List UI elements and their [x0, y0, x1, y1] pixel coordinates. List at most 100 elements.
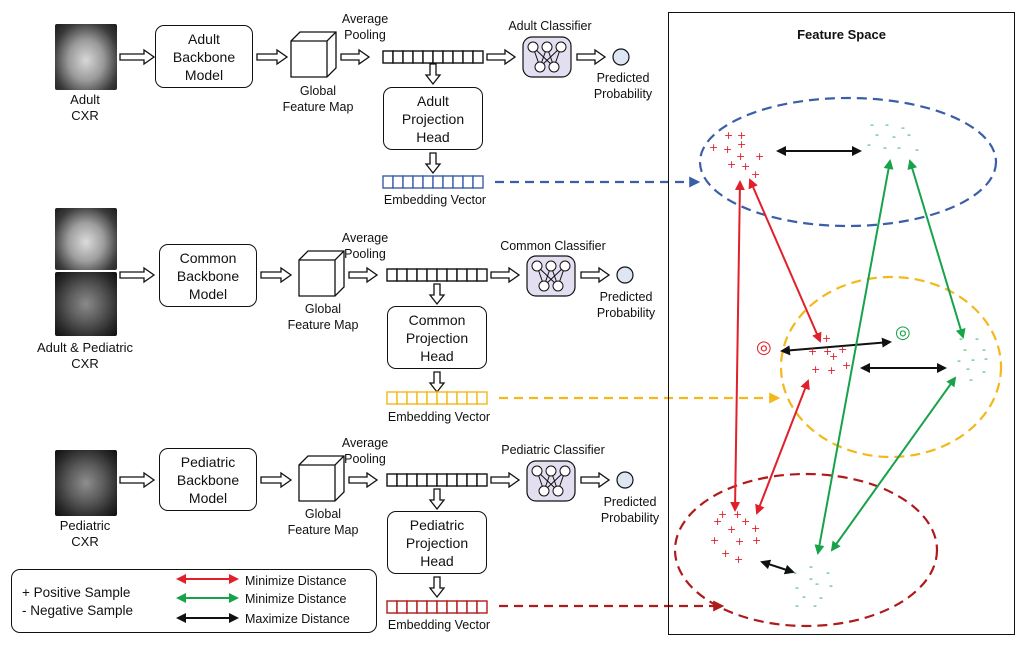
pediatric-embedding-vector-cell: [456, 600, 468, 614]
adult-pooled-vector-cell: [382, 50, 394, 64]
pediatric-feature-map-cube: [298, 455, 345, 502]
legend-positive-sample: + Positive Sample: [22, 585, 131, 600]
pediatric-prediction-arrow: [580, 471, 611, 489]
adult-classifier-network-node: [534, 61, 546, 73]
positive-sample-pediatric: +: [735, 535, 745, 548]
legend-red-minimize-label: Minimize Distance: [245, 574, 347, 588]
pediatric-pooled-vector-cell: [456, 473, 468, 487]
positive-sample-adult: +: [727, 158, 737, 171]
positive-sample-common: +: [823, 345, 833, 358]
common-projection-arrow: [428, 283, 446, 306]
adult-pooled-vector-cell: [462, 50, 474, 64]
adult-classifier-arrow: [486, 48, 517, 66]
positive-sample-pediatric: +: [752, 534, 762, 547]
common-classifier-network-node: [538, 280, 550, 292]
adult-feature-map-cube: [290, 31, 337, 78]
pediatric-classifier-network-node: [538, 485, 550, 497]
pediatric-pooling-arrow: [348, 471, 379, 489]
common-pooled-vector-cell: [406, 268, 418, 282]
pediatric-classifier-network-node: [552, 485, 564, 497]
adult-embedding-vector-cell: [412, 175, 424, 189]
positive-sample-adult: +: [755, 150, 765, 163]
common-pooled-vector-cell: [436, 268, 448, 282]
pediatric-cxr-image: [55, 450, 117, 516]
negative-sample-adult: -: [883, 141, 887, 154]
adult-pediatric-cxr-label: Adult & Pediatric CXR: [36, 340, 134, 371]
negative-sample-common: -: [971, 353, 975, 366]
pediatric-input-arrow: [119, 471, 156, 489]
negative-sample-pediatric: -: [815, 577, 819, 590]
adult-pooled-vector-cell: [402, 50, 414, 64]
negative-sample-pediatric: -: [829, 579, 833, 592]
pediatric-classifier-network-node: [559, 465, 571, 477]
feature-space-panel: [668, 12, 1015, 635]
pediatric-pooled-vector-cell: [426, 473, 438, 487]
common-embedding-label: Embedding Vector: [387, 410, 491, 424]
pediatric-pooled-vector-cell: [396, 473, 408, 487]
adult-embedding-vector-cell: [452, 175, 464, 189]
pediatric-embedding-vector-cell: [436, 600, 448, 614]
positive-sample-pediatric: +: [733, 508, 743, 521]
common-embedding-vector-cell: [396, 391, 408, 405]
positive-sample-pediatric: +: [721, 547, 731, 560]
positive-sample-pediatric: +: [710, 534, 720, 547]
negative-sample-common: -: [969, 373, 973, 386]
adult-pooled-vector-cell: [422, 50, 434, 64]
positive-sample-adult: +: [741, 160, 751, 173]
common-pooled-vector-cell: [426, 268, 438, 282]
adult-input-arrow: [119, 48, 156, 66]
negative-sample-pediatric: -: [809, 560, 813, 573]
negative-sample-common: -: [982, 365, 986, 378]
positive-sample-common: +: [842, 359, 852, 372]
negative-sample-pediatric: -: [813, 599, 817, 612]
adult-feature-map-cube-edges: [291, 31, 337, 77]
pediatric-embedding-vector-cell: [466, 600, 478, 614]
pediatric-embedding-vector-cell: [396, 600, 408, 614]
pediatric-pooled-vector-cell: [466, 473, 478, 487]
pediatric-embedding-vector-cell: [426, 600, 438, 614]
negative-sample-common: -: [966, 362, 970, 375]
pediatric-embedding-vector-cell: [476, 600, 488, 614]
positive-sample-adult: +: [737, 138, 747, 151]
common-classifier-network-node: [559, 260, 571, 272]
common-prediction-arrow: [580, 266, 611, 284]
adult-cxr-image-2: [55, 208, 117, 270]
adult-backbone-arrow: [256, 48, 289, 66]
adult-embedding-vector-cell: [462, 175, 474, 189]
adult-pooled-vector-cell: [452, 50, 464, 64]
negative-sample-pediatric: -: [819, 591, 823, 604]
negative-sample-adult: -: [915, 143, 919, 156]
adult-pooling-arrow: [340, 48, 371, 66]
pediatric-cxr-label: Pediatric CXR: [59, 518, 111, 549]
adult-pooling-label: Average Pooling: [341, 12, 389, 42]
common-pooled-vector-cell: [416, 268, 428, 282]
negative-sample-adult: -: [875, 128, 879, 141]
legend-negative-sample: - Negative Sample: [22, 603, 134, 618]
common-embedding-arrow: [428, 371, 446, 394]
common-predicted-probability-node: [616, 266, 634, 284]
positive-sample-common: +: [811, 363, 821, 376]
adult-classifier-label: Adult Classifier: [508, 19, 592, 33]
pediatric-feature-map-label: Global Feature Map: [287, 507, 359, 537]
common-projection-head-box: Common Projection Head: [387, 306, 487, 369]
positive-sample-pediatric: +: [751, 522, 761, 535]
adult-embedding-vector-cell: [392, 175, 404, 189]
legend-green-minimize-label: Minimize Distance: [245, 592, 347, 606]
common-pooled-vector-cell: [396, 268, 408, 282]
negative-sample-adult: -: [892, 130, 896, 143]
negative-sample-pediatric: -: [795, 599, 799, 612]
pediatric-predicted-probability-node: [616, 471, 634, 489]
positive-sample-pediatric: +: [734, 553, 744, 566]
negative-sample-common: -: [963, 343, 967, 356]
positive-sample-adult: +: [751, 168, 761, 181]
common-embedding-vector-cell: [416, 391, 428, 405]
positive-sample-common: +: [827, 364, 837, 377]
common-input-arrow: [119, 266, 156, 284]
pediatric-classifier-network-node: [545, 465, 557, 477]
common-embedding-vector-cell: [426, 391, 438, 405]
positive-sample-pediatric: +: [718, 508, 728, 521]
adult-classifier-network-node: [527, 41, 539, 53]
negative-sample-pediatric: -: [809, 572, 813, 585]
common-classifier-network-node: [531, 260, 543, 272]
